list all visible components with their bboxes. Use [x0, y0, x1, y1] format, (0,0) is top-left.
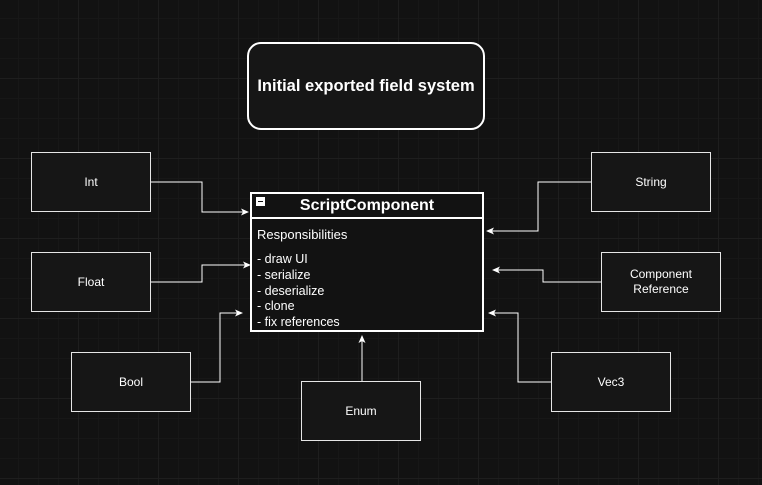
node-component-reference[interactable]: Component Reference — [601, 252, 721, 312]
class-script-component[interactable]: ScriptComponent Responsibilities - draw … — [250, 192, 484, 332]
node-string[interactable]: String — [591, 152, 711, 212]
collapse-icon[interactable] — [256, 197, 265, 206]
responsibility-item: - serialize — [257, 267, 311, 282]
responsibility-item: - fix references — [257, 315, 340, 330]
responsibility-item: - deserialize — [257, 283, 325, 298]
edge-bool-to-class — [191, 309, 243, 383]
diagram-title-text: Initial exported field system — [257, 76, 475, 95]
edge-float-to-class — [151, 261, 251, 283]
responsibilities-label: Responsibilities — [257, 227, 348, 242]
edge-string-to-class — [486, 181, 591, 235]
node-enum[interactable]: Enum — [301, 381, 421, 441]
class-header: ScriptComponent — [252, 194, 482, 219]
edge-component-reference-to-class — [492, 266, 601, 283]
node-int[interactable]: Int — [31, 152, 151, 212]
diagram-title: Initial exported field system — [247, 42, 485, 130]
responsibility-item: - draw UI — [257, 252, 308, 266]
edge-int-to-class — [151, 181, 249, 216]
node-bool[interactable]: Bool — [71, 352, 191, 412]
node-vec3[interactable]: Vec3 — [551, 352, 671, 412]
responsibility-item: - clone — [257, 299, 295, 314]
responsibilities-list: - draw UI - serialize - deserialize - cl… — [257, 252, 340, 331]
node-float[interactable]: Float — [31, 252, 151, 312]
class-name: ScriptComponent — [299, 196, 435, 214]
edge-vec3-to-class — [488, 309, 551, 383]
